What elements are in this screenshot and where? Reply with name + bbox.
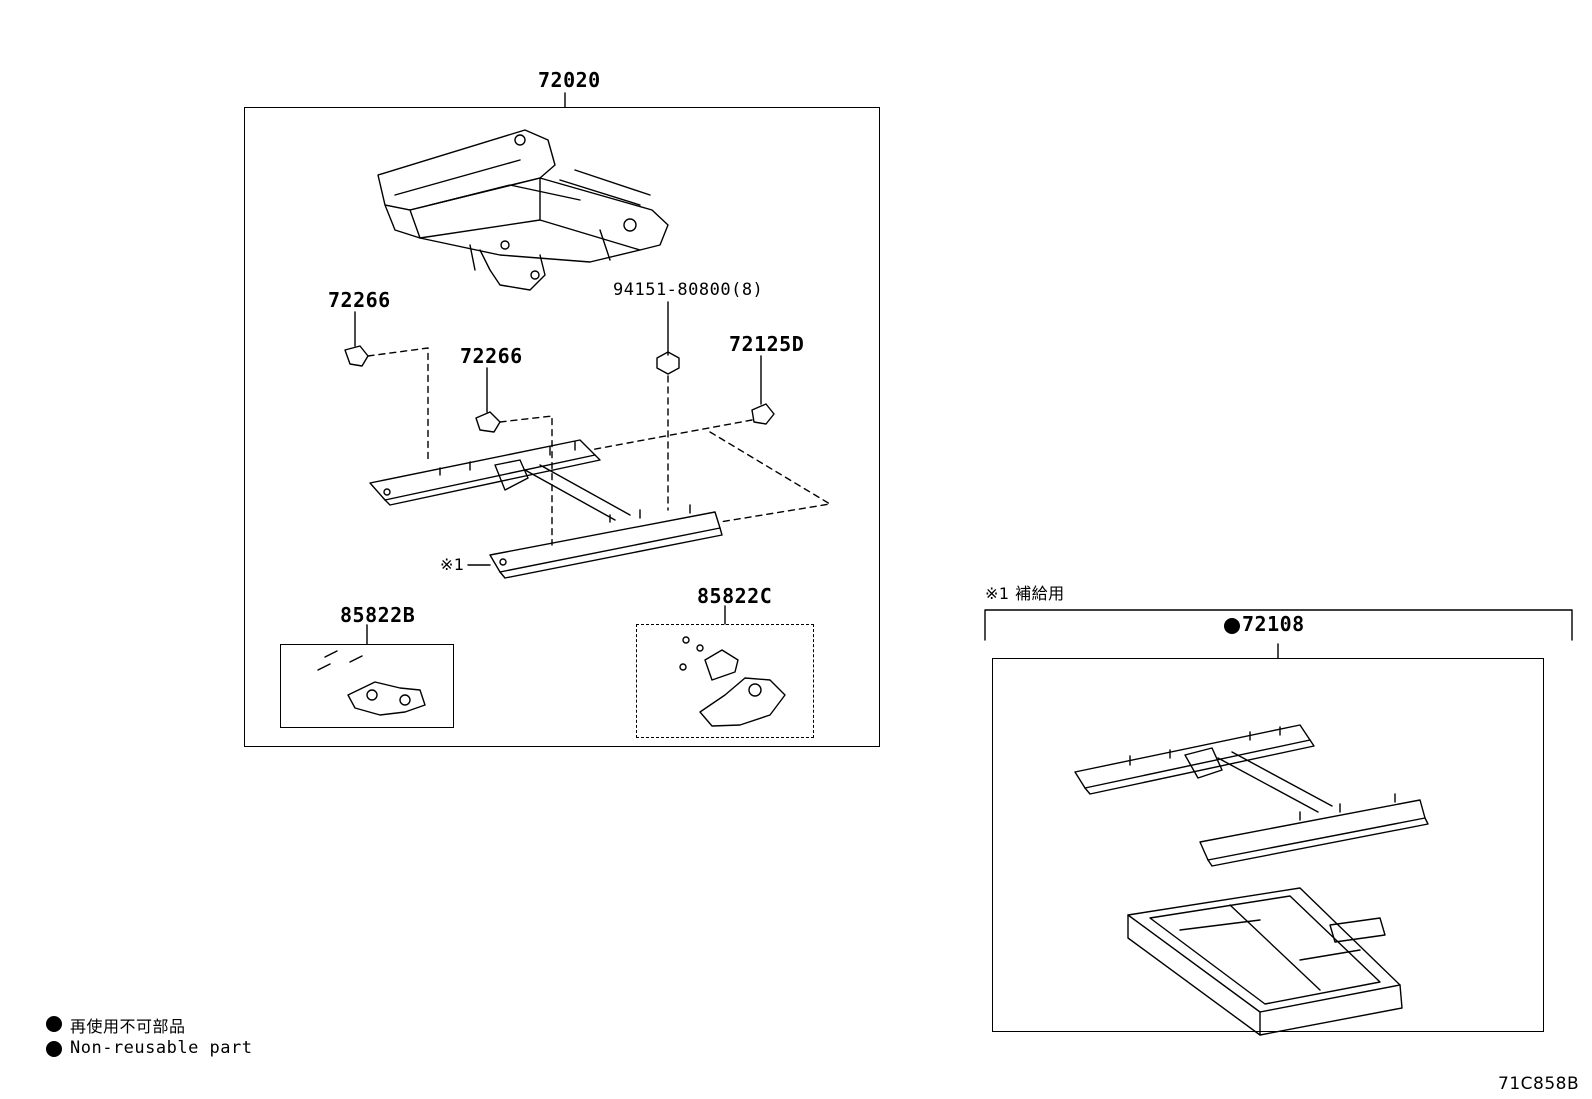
- part-label-cover-center: 72266: [460, 344, 523, 368]
- part-label-cover-right: 72125D: [729, 332, 805, 356]
- part-label-72020: 72020: [538, 68, 601, 92]
- legend-jp: 再使用不可部品: [70, 1017, 186, 1036]
- seat-track-drawing: [369, 439, 723, 579]
- legend-bullet-icon: [46, 1016, 62, 1032]
- cover-right-drawing: [589, 355, 831, 523]
- main-assembly-frame: [244, 107, 880, 747]
- packing-tray-drawing: [1127, 887, 1403, 1036]
- supply-bracket-drawing: [984, 609, 1573, 659]
- part-label-cover-left: 72266: [328, 288, 391, 312]
- part-label-motor-c: 85822C: [697, 584, 773, 608]
- bolt-drawing: [656, 301, 680, 511]
- part-label-motor-b: 85822B: [340, 603, 416, 627]
- supply-note: ※1 補給用: [985, 584, 1065, 603]
- legend-bullet-icon: [46, 1041, 62, 1057]
- diagram-code: 71C858B: [1498, 1074, 1580, 1094]
- legend-en: Non-reusable part: [70, 1038, 253, 1058]
- supply-track-drawing: [1074, 724, 1429, 867]
- seat-frame-drawing: [377, 129, 669, 291]
- cover-center-drawing: [475, 367, 553, 546]
- motor-b-drawing: [317, 624, 426, 716]
- note-ref-label: ※1: [440, 555, 465, 574]
- motor-c-drawing: [679, 605, 786, 727]
- part-label-bolt: 94151-80800(8): [613, 280, 764, 300]
- part-label-supply: 72108: [1242, 612, 1305, 636]
- cover-left-drawing: [344, 311, 429, 461]
- non-reusable-marker-icon: [1224, 618, 1240, 634]
- supply-assembly-frame: [992, 658, 1544, 1032]
